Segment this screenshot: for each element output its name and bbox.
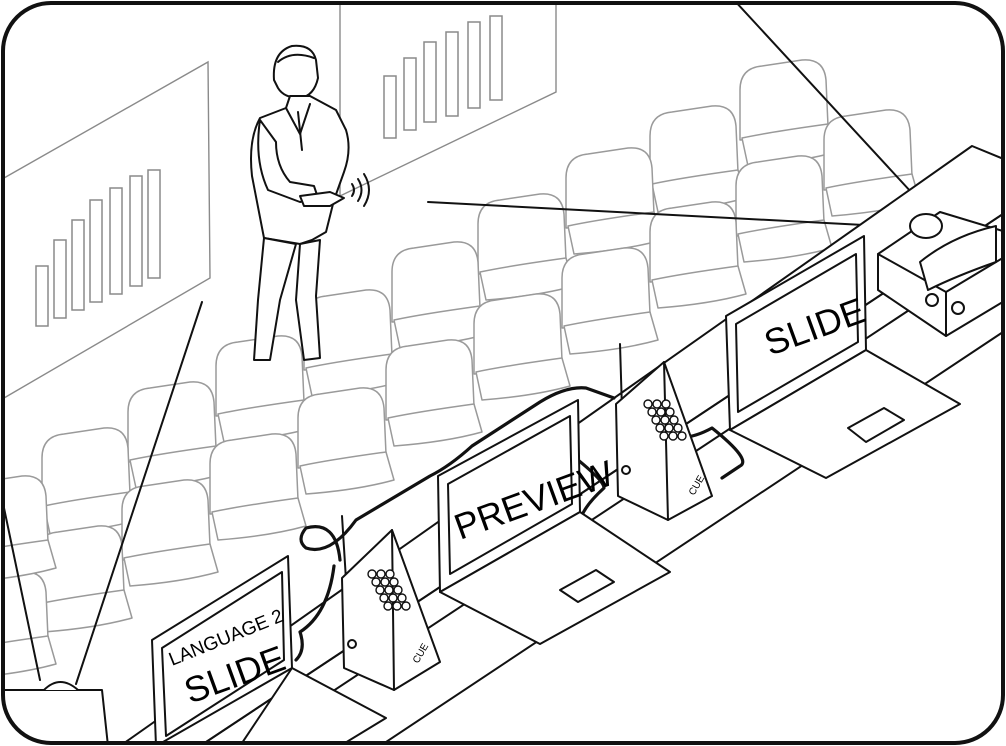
sightline-left-screen bbox=[75, 301, 203, 685]
sightline-presenter bbox=[427, 201, 921, 229]
laptop-right: SLIDE bbox=[725, 235, 961, 479]
presenter-figure bbox=[250, 44, 370, 361]
transmitter-left: CUE bbox=[341, 515, 441, 691]
projector-lens-icon bbox=[951, 301, 965, 315]
projector bbox=[877, 211, 1003, 337]
bottom-left-device bbox=[3, 681, 109, 743]
antenna-icon bbox=[341, 515, 347, 581]
transmitter-right: CUE bbox=[615, 343, 713, 521]
sightline-top bbox=[733, 3, 925, 207]
left-projection-screen bbox=[3, 60, 211, 400]
rear-projection-screen bbox=[339, 3, 557, 198]
laptop-middle: PREVIEW bbox=[437, 399, 671, 645]
sightline-left-edge bbox=[3, 507, 41, 681]
